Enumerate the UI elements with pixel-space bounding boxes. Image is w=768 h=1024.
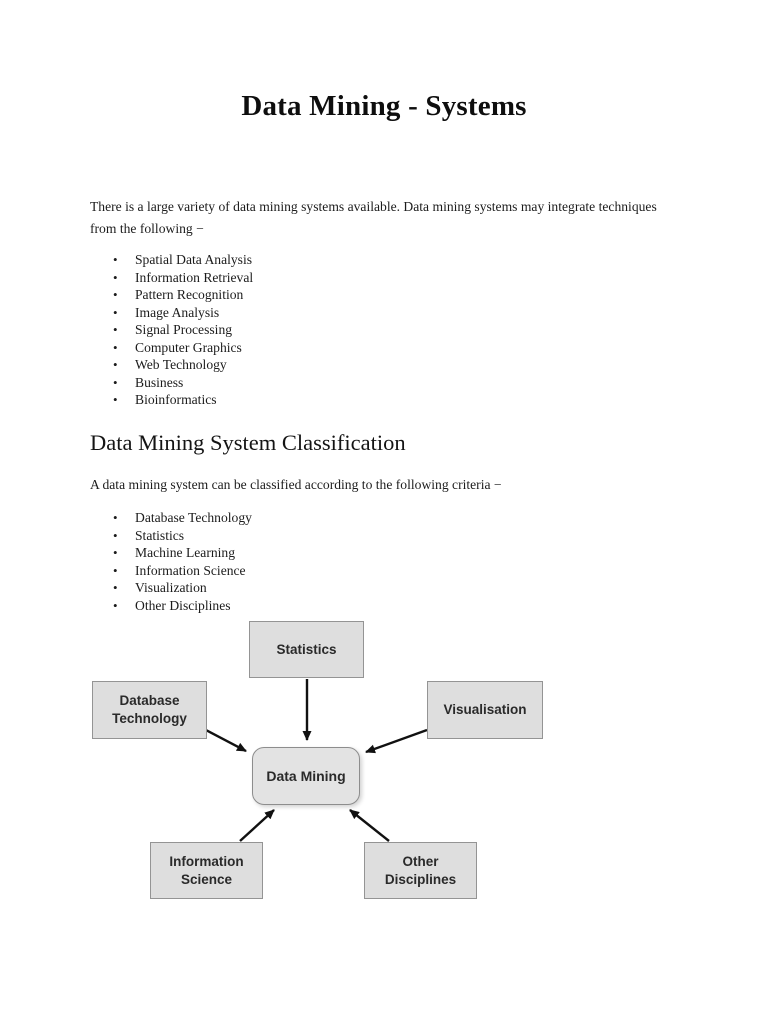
- list-item: Bioinformatics: [90, 391, 253, 409]
- section-heading: Data Mining System Classification: [90, 430, 406, 455]
- diagram-node-data-mining: Data Mining: [252, 747, 360, 805]
- arrow-information-to-datamining: [239, 809, 275, 842]
- list-item: Web Technology: [90, 356, 253, 374]
- diagram-node-information-science: Information Science: [150, 842, 263, 899]
- list-item: Spatial Data Analysis: [90, 251, 253, 269]
- diagram-node-label: Other Disciplines: [384, 853, 457, 887]
- list-item: Database Technology: [90, 509, 252, 527]
- diagram-node-label: Data Mining: [266, 767, 346, 784]
- list-item: Statistics: [90, 527, 252, 545]
- list-item: Business: [90, 374, 253, 392]
- diagram-node-label: Database Technology: [112, 693, 187, 726]
- classification-paragraph: A data mining system can be classified a…: [90, 477, 502, 492]
- diagram-node-other-disciplines: Other Disciplines: [364, 842, 477, 899]
- page-title: Data Mining - Systems: [241, 90, 527, 122]
- arrow-database-to-datamining: [205, 728, 247, 753]
- arrow-other-to-datamining: [349, 809, 390, 842]
- arrow-visualisation-to-datamining: [365, 728, 428, 754]
- list-item: Machine Learning: [90, 544, 252, 562]
- diagram-node-label: Information Science: [169, 853, 244, 887]
- diagram-node-label: Visualisation: [443, 702, 527, 718]
- list-item: Pattern Recognition: [90, 286, 253, 304]
- criteria-list: Database Technology Statistics Machine L…: [90, 509, 252, 614]
- list-item: Computer Graphics: [90, 339, 253, 357]
- diagram-node-database-technology: Database Technology: [92, 681, 207, 739]
- diagram-node-label: Statistics: [276, 641, 337, 657]
- techniques-list: Spatial Data Analysis Information Retrie…: [90, 251, 253, 409]
- diagram-node-statistics: Statistics: [249, 621, 364, 678]
- list-item: Signal Processing: [90, 321, 253, 339]
- list-item: Image Analysis: [90, 304, 253, 322]
- intro-paragraph: There is a large variety of data mining …: [90, 199, 657, 236]
- list-item: Visualization: [90, 579, 252, 597]
- diagram-node-visualisation: Visualisation: [427, 681, 543, 739]
- list-item: Information Retrieval: [90, 269, 253, 287]
- list-item: Other Disciplines: [90, 597, 252, 615]
- list-item: Information Science: [90, 562, 252, 580]
